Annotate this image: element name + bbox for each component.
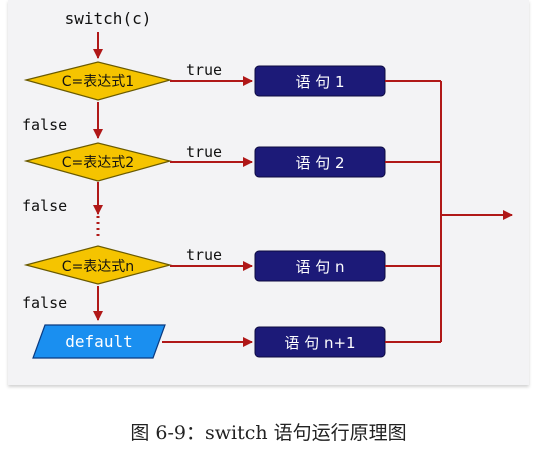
statement-label: 语 句 1 [295, 73, 344, 91]
figure-caption: 图 6-9：switch 语句运行原理图 [130, 422, 407, 444]
false-label-1: false [22, 116, 67, 134]
condition-label: C=表达式2 [62, 155, 134, 171]
default-block: default [32, 324, 166, 359]
true-label-n: true [186, 246, 222, 264]
condition-label: C=表达式n [62, 259, 134, 275]
condition-2: C=表达式2 [23, 142, 173, 182]
statement-label: 语 句 n+1 [284, 334, 355, 352]
statement-1: 语 句 1 [254, 65, 386, 97]
statement-label: 语 句 n [295, 258, 344, 276]
true-arrows [162, 76, 253, 347]
statement-n: 语 句 n [254, 250, 386, 282]
condition-label: C=表达式1 [62, 74, 134, 90]
false-label-n: false [22, 294, 67, 312]
default-parallelogram [32, 324, 166, 359]
condition-1: C=表达式1 [23, 61, 173, 101]
statement-label: 语 句 2 [295, 154, 344, 172]
default-label: default [65, 332, 132, 351]
merge-lines [385, 80, 513, 343]
true-label-1: true [186, 61, 222, 79]
switch-start-label: switch(c) [65, 9, 152, 28]
statement-n-plus-1: 语 句 n+1 [254, 326, 386, 358]
false-label-2: false [22, 197, 67, 215]
true-label-2: true [186, 143, 222, 161]
statement-2: 语 句 2 [254, 146, 386, 178]
condition-n: C=表达式n [23, 245, 173, 285]
